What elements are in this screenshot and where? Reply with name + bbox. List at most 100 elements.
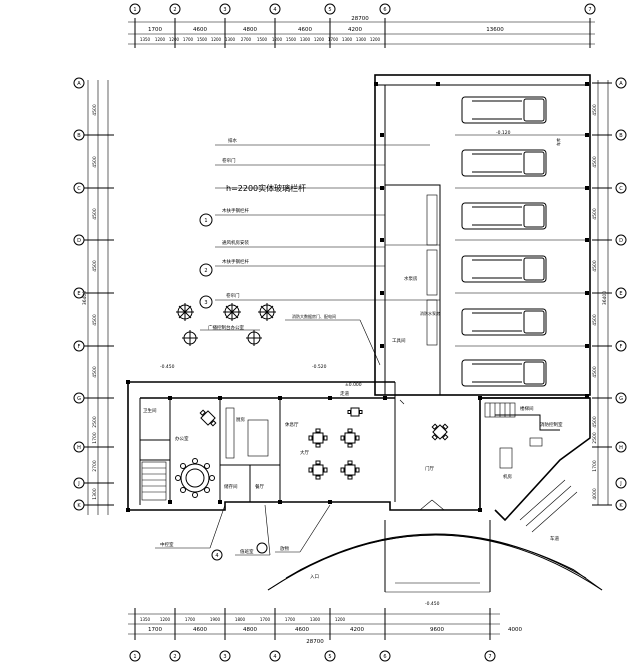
main-building: 卫生间 办公室 厨房 休息厅 大厅 储存间 餐厅 门厅 走道 bbox=[126, 380, 590, 512]
bottom-sub-5: 1800 bbox=[235, 617, 246, 622]
left-dim-3: 4500 bbox=[92, 208, 98, 220]
right-dim-2: 4500 bbox=[592, 156, 598, 168]
bottom-sub-7: 1700 bbox=[285, 617, 296, 622]
callout-2: 2 bbox=[204, 268, 207, 274]
right-dim-1: 4500 bbox=[592, 104, 598, 116]
left-dim-9: 2700 bbox=[92, 460, 98, 472]
right-dim-10: 4000 bbox=[592, 488, 598, 500]
top-sub-9: 1500 bbox=[257, 37, 268, 42]
top-axis-2: 2 bbox=[173, 7, 176, 13]
room-lobby: 入口 bbox=[310, 574, 319, 580]
top-sub-14: 1700 bbox=[328, 37, 339, 42]
left-axis-h: H bbox=[77, 445, 81, 451]
room-drive: 车道 bbox=[550, 535, 559, 542]
room-stair: 楼梯间 bbox=[520, 405, 534, 412]
label-door-distribution: 消防大数据房门、配电间 bbox=[292, 313, 336, 319]
elev-front: -0.450 bbox=[425, 601, 440, 607]
right-axis-g: G bbox=[619, 396, 623, 402]
right-dim-total: 36400 bbox=[602, 291, 608, 305]
left-dimension-chain: 4500 4500 4500 4500 4500 4500 2500 1700 … bbox=[82, 80, 114, 515]
top-sub-16: 1300 bbox=[356, 37, 367, 42]
callout-1: 1 bbox=[204, 218, 207, 224]
leader-labels: 排水 卷帘门 h=2200实体玻璃栏杆 木扶手钢栏杆 通风机房安装 木扶手钢栏杆… bbox=[199, 137, 440, 366]
left-axis-a: A bbox=[77, 81, 81, 87]
room-dining: 餐厅 bbox=[255, 483, 264, 490]
bottom-dim-3: 4800 bbox=[243, 627, 257, 633]
elev-mid: -0.520 bbox=[312, 364, 327, 370]
right-dim-8: 2500 bbox=[592, 432, 598, 444]
bottom-axis-2: 2 bbox=[173, 654, 176, 660]
elev-top: -0.120 bbox=[496, 130, 511, 136]
dining-tables bbox=[308, 407, 449, 480]
room-shaft: 机房 bbox=[503, 473, 512, 480]
bottom-sub-9: 1200 bbox=[335, 617, 346, 622]
right-axis-f: F bbox=[620, 344, 623, 350]
label-bottom-store: 放物 bbox=[280, 545, 289, 552]
elev-door: ±0.000 bbox=[345, 382, 362, 388]
right-axis-h: H bbox=[619, 445, 623, 451]
label-ventilation: 通风机房安装 bbox=[222, 239, 249, 246]
garage-block: 水泵房 工具间 -0.120 车库 bbox=[374, 74, 591, 398]
right-axis-k: K bbox=[619, 503, 623, 509]
bottom-axis-bubbles: 1 2 3 4 5 6 7 bbox=[129, 650, 496, 662]
label-bottom-duty: 值班室 bbox=[240, 548, 254, 555]
right-dim-4: 4500 bbox=[592, 260, 598, 272]
right-axis-e: E bbox=[619, 291, 622, 297]
left-axis-f: F bbox=[78, 344, 81, 350]
right-dimension-chain: 4500 4500 4500 4500 4500 4500 4500 2500 … bbox=[592, 80, 612, 506]
top-axis-1: 1 bbox=[133, 7, 136, 13]
bottom-dim-4: 4600 bbox=[295, 627, 309, 633]
bottom-dim-1: 1700 bbox=[148, 627, 162, 633]
top-sub-17: 1200 bbox=[370, 37, 381, 42]
bottom-sub-6: 1700 bbox=[260, 617, 271, 622]
room-corr: 走道 bbox=[340, 390, 349, 397]
right-axis-d: D bbox=[619, 238, 623, 244]
bottom-dimension-chain: 1350 1200 1700 1900 1800 1700 1700 1300 … bbox=[128, 608, 522, 645]
room-store: 储存间 bbox=[224, 483, 238, 490]
top-dim-2: 4600 bbox=[193, 27, 207, 33]
room-hall: 大厅 bbox=[300, 449, 309, 456]
control-wing: 楼梯间 消防控制室 机房 bbox=[480, 397, 591, 533]
left-axis-k: K bbox=[77, 503, 81, 509]
right-axis-a: A bbox=[619, 81, 623, 87]
left-dim-4: 4500 bbox=[92, 260, 98, 272]
round-dining-table bbox=[175, 458, 215, 498]
top-dim-1: 1700 bbox=[148, 27, 162, 33]
bottom-axis-3: 3 bbox=[223, 654, 226, 660]
label-drain: 排水 bbox=[228, 137, 237, 144]
bottom-total-dim: 28700 bbox=[306, 639, 324, 645]
top-dim-5: 4200 bbox=[348, 27, 362, 33]
garage-vehicles bbox=[461, 96, 547, 387]
bottom-callouts: 中控室 值班室 放物 4 bbox=[155, 504, 331, 561]
left-axis-c: C bbox=[77, 186, 81, 192]
callout-3: 3 bbox=[204, 300, 207, 306]
left-dim-7: 2500 bbox=[92, 416, 98, 428]
bottom-sub-1: 1350 bbox=[140, 617, 151, 622]
left-axis-e: E bbox=[77, 291, 80, 297]
callout-broadcast: 广播控制台办公室 bbox=[208, 324, 244, 331]
bottom-dim-5: 4200 bbox=[350, 627, 364, 633]
tree-symbols bbox=[176, 303, 276, 346]
bottom-dim-6: 9600 bbox=[430, 627, 444, 633]
bottom-axis-6: 6 bbox=[383, 654, 386, 660]
top-sub-3: 1200 bbox=[169, 37, 180, 42]
right-dim-5: 4500 bbox=[592, 314, 598, 326]
bottom-axis-1: 1 bbox=[133, 654, 136, 660]
bottom-dim-7: 4000 bbox=[508, 627, 522, 633]
top-dimension-chain: 28700 1700 4600 4800 4600 4200 13600 135… bbox=[128, 16, 595, 48]
bottom-axis-4: 4 bbox=[273, 654, 276, 660]
top-sub-4: 1700 bbox=[183, 37, 194, 42]
left-axis-b: B bbox=[77, 133, 81, 139]
left-dim-5: 4500 bbox=[92, 314, 98, 326]
bottom-sub-2: 1200 bbox=[160, 617, 171, 622]
top-sub-7: 1300 bbox=[225, 37, 236, 42]
top-axis-7: 7 bbox=[588, 7, 591, 13]
top-sub-5: 1500 bbox=[197, 37, 208, 42]
right-dim-7: 4500 bbox=[592, 416, 598, 428]
label-railing-1: 木扶手钢栏杆 bbox=[222, 207, 249, 214]
left-dim-6: 4500 bbox=[92, 366, 98, 378]
right-axis-c: C bbox=[619, 186, 623, 192]
right-dim-3: 4500 bbox=[592, 208, 598, 220]
bottom-dim-2: 4600 bbox=[193, 627, 207, 633]
